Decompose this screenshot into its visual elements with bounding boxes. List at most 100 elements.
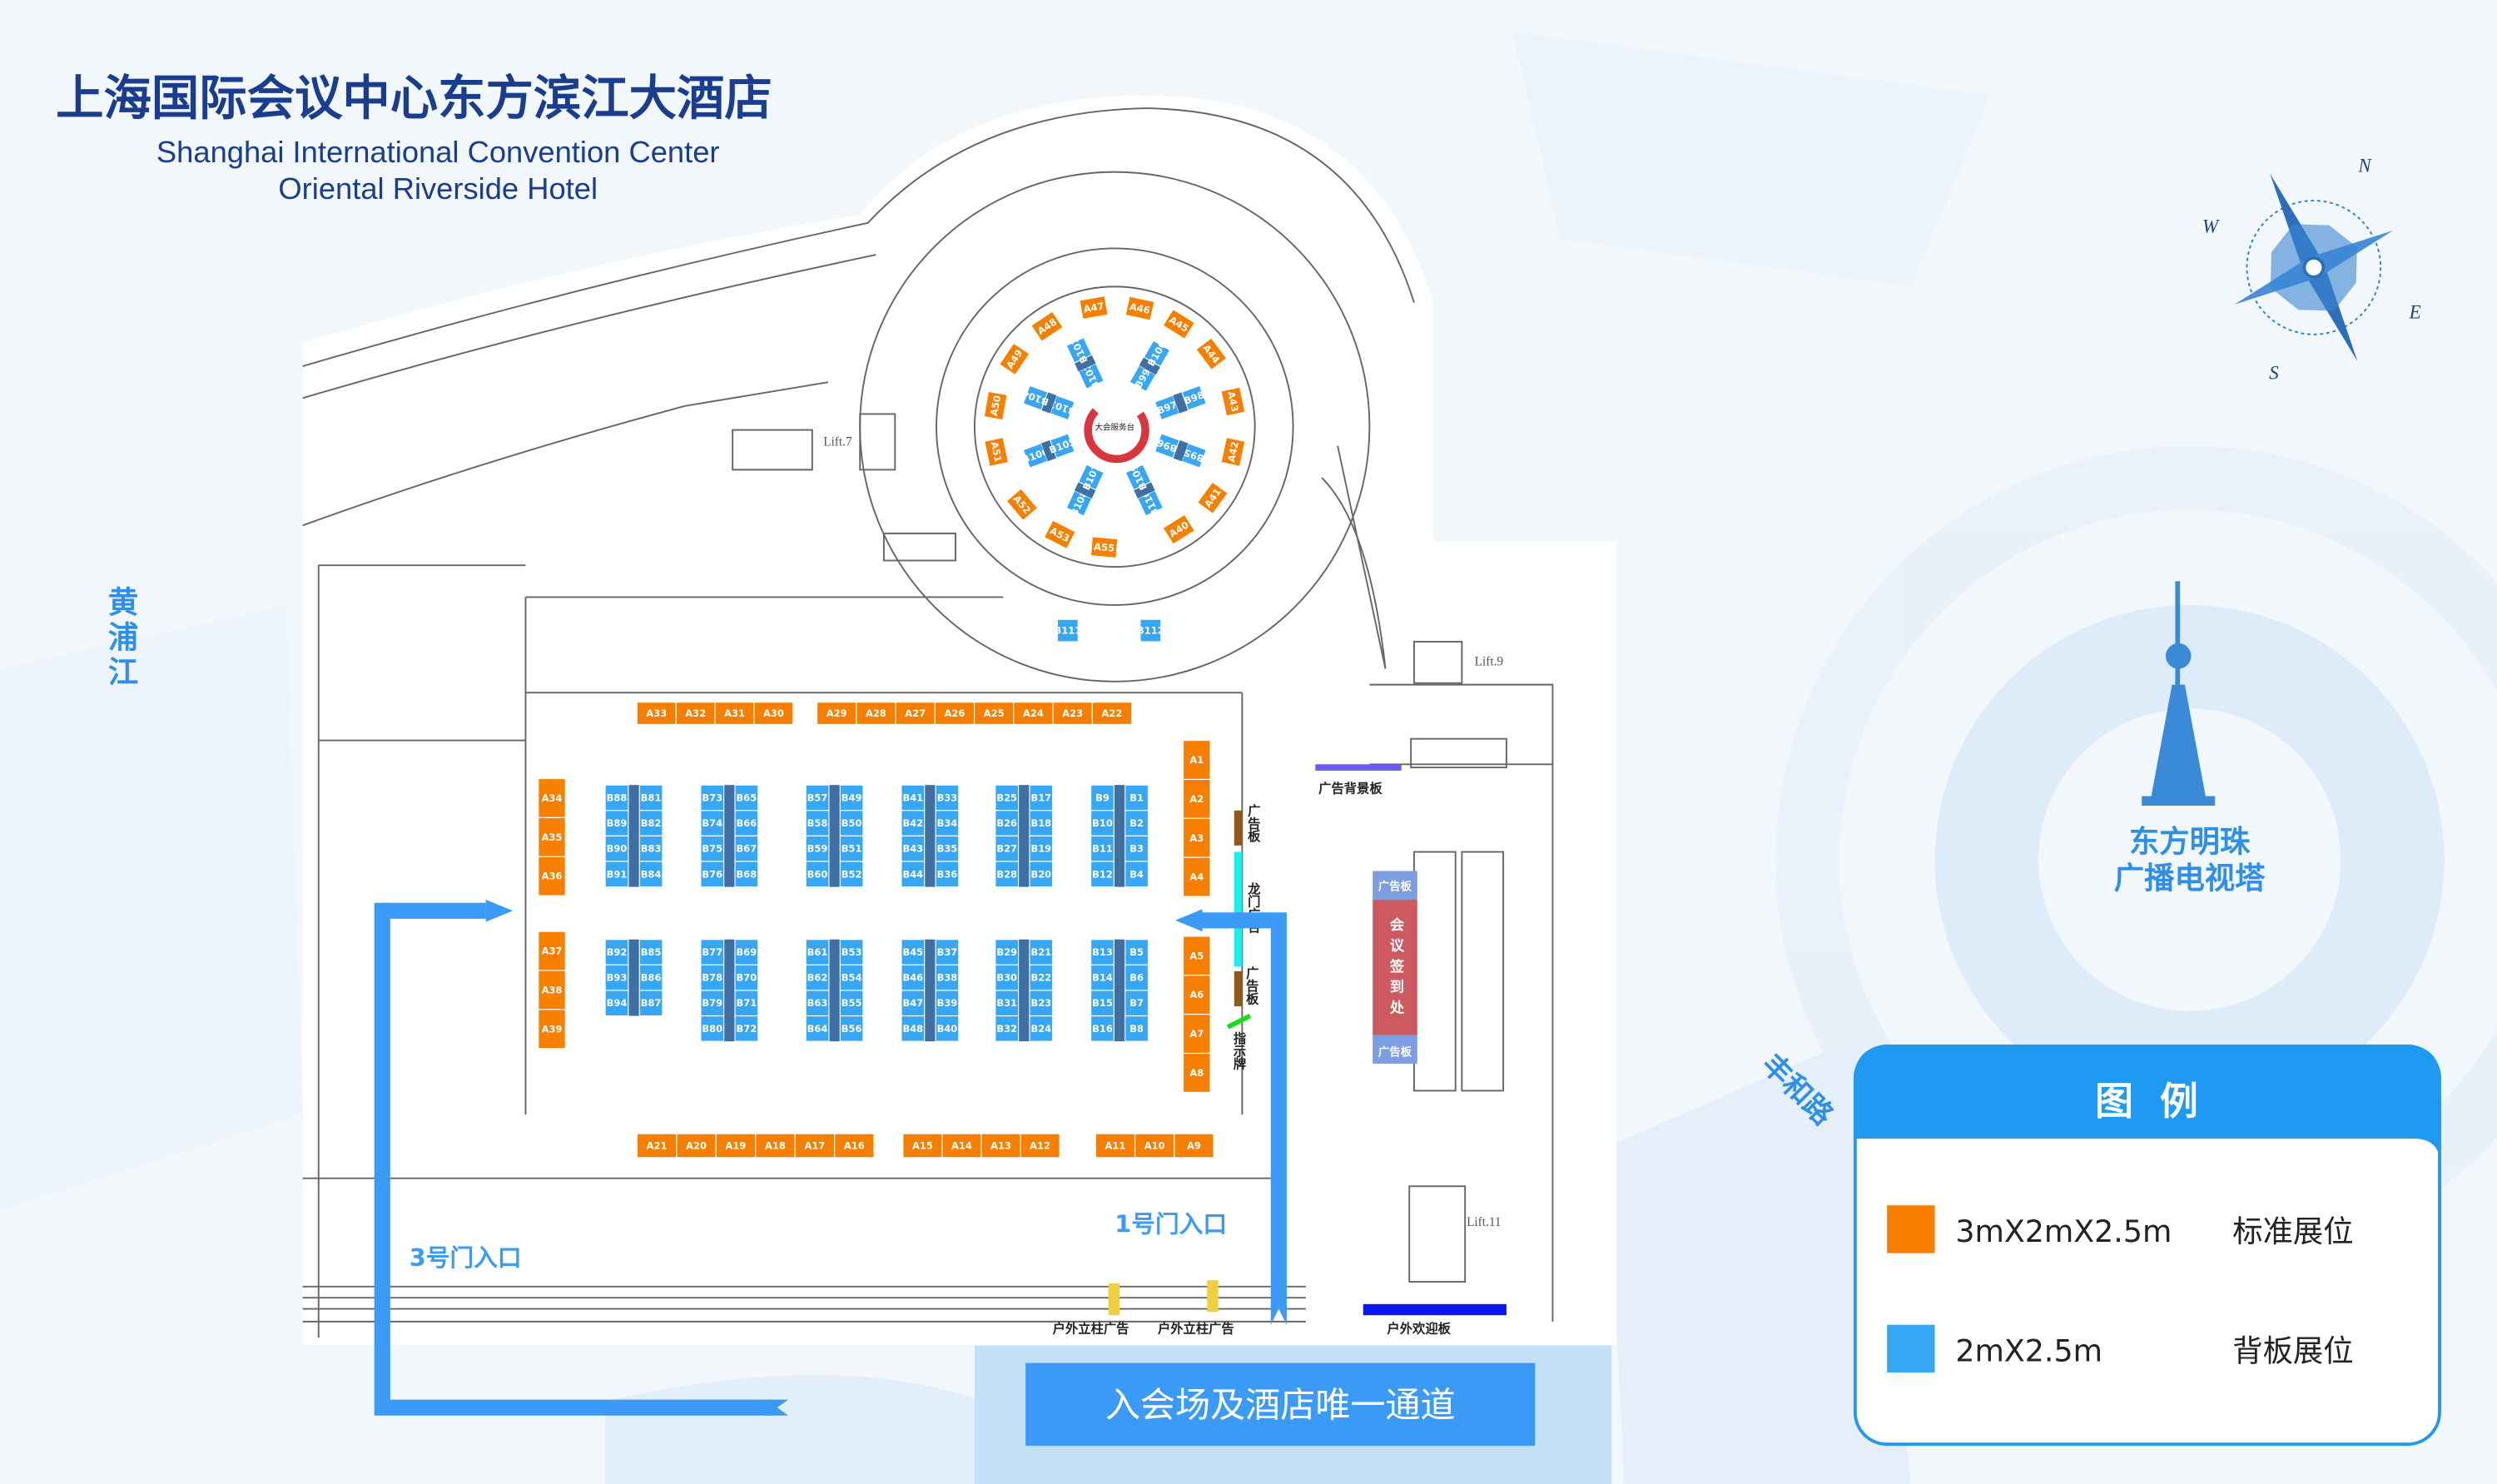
booth-b3[interactable]: B3 xyxy=(1124,835,1149,862)
booth-b89[interactable]: B89 xyxy=(604,810,629,836)
booth-b71[interactable]: B71 xyxy=(734,990,759,1017)
booth-a7[interactable]: A7 xyxy=(1182,1014,1211,1055)
booth-b18[interactable]: B18 xyxy=(1029,810,1054,836)
booth-b58[interactable]: B58 xyxy=(805,810,830,836)
booth-a53[interactable]: A53 xyxy=(1043,519,1076,550)
booth-b63[interactable]: B63 xyxy=(805,990,830,1017)
booth-b66[interactable]: B66 xyxy=(734,810,759,836)
booth-a36[interactable]: A36 xyxy=(538,856,566,896)
booth-b84[interactable]: B84 xyxy=(638,861,663,888)
booth-b4[interactable]: B4 xyxy=(1124,861,1149,888)
booth-a30[interactable]: A30 xyxy=(753,702,794,726)
booth-b53[interactable]: B53 xyxy=(839,939,864,965)
booth-b104[interactable]: B104 xyxy=(1020,385,1052,412)
booth-a1[interactable]: A1 xyxy=(1182,740,1211,781)
booth-b5[interactable]: B5 xyxy=(1124,939,1149,965)
booth-a5[interactable]: A5 xyxy=(1182,936,1211,976)
booth-a33[interactable]: A33 xyxy=(636,702,677,726)
booth-b95[interactable]: B95 xyxy=(1181,442,1208,469)
booth-b61[interactable]: B61 xyxy=(805,939,830,965)
booth-b68[interactable]: B68 xyxy=(734,861,759,888)
booth-b38[interactable]: B38 xyxy=(935,964,960,991)
booth-a9[interactable]: A9 xyxy=(1174,1133,1214,1159)
booth-b49[interactable]: B49 xyxy=(839,784,864,811)
booth-a51[interactable]: A51 xyxy=(983,436,1010,467)
booth-b2[interactable]: B2 xyxy=(1124,810,1149,836)
booth-b55[interactable]: B55 xyxy=(839,990,864,1017)
booth-b12[interactable]: B12 xyxy=(1090,861,1114,888)
booth-a2[interactable]: A2 xyxy=(1182,778,1211,819)
booth-b85[interactable]: B85 xyxy=(638,939,663,965)
booth-b69[interactable]: B69 xyxy=(734,939,759,965)
booth-b14[interactable]: B14 xyxy=(1090,964,1114,991)
booth-b36[interactable]: B36 xyxy=(935,861,960,888)
booth-b106[interactable]: B106 xyxy=(1020,442,1052,469)
booth-b9[interactable]: B9 xyxy=(1090,784,1114,811)
booth-b28[interactable]: B28 xyxy=(995,861,1020,888)
booth-a47[interactable]: A47 xyxy=(1079,295,1109,320)
booth-a20[interactable]: A20 xyxy=(676,1133,717,1159)
booth-b65[interactable]: B65 xyxy=(734,784,759,811)
booth-a23[interactable]: A23 xyxy=(1052,702,1093,726)
booth-b40[interactable]: B40 xyxy=(935,1015,960,1042)
booth-a26[interactable]: A26 xyxy=(934,702,975,726)
booth-a41[interactable]: A41 xyxy=(1196,481,1229,515)
booth-a28[interactable]: A28 xyxy=(856,702,896,726)
booth-a12[interactable]: A12 xyxy=(1020,1133,1060,1159)
booth-b56[interactable]: B56 xyxy=(839,1015,864,1042)
booth-b60[interactable]: B60 xyxy=(805,861,830,888)
booth-b39[interactable]: B39 xyxy=(935,990,960,1017)
booth-b88[interactable]: B88 xyxy=(604,784,629,811)
booth-b94[interactable]: B94 xyxy=(604,990,629,1017)
booth-b8[interactable]: B8 xyxy=(1124,1015,1149,1042)
booth-b1[interactable]: B1 xyxy=(1124,784,1149,811)
booth-a14[interactable]: A14 xyxy=(941,1133,982,1159)
booth-a10[interactable]: A10 xyxy=(1134,1133,1175,1159)
booth-a13[interactable]: A13 xyxy=(980,1133,1021,1159)
booth-b74[interactable]: B74 xyxy=(700,810,725,836)
booth-a4[interactable]: A4 xyxy=(1182,856,1211,897)
booth-b34[interactable]: B34 xyxy=(935,810,960,836)
booth-b37[interactable]: B37 xyxy=(935,939,960,965)
booth-b25[interactable]: B25 xyxy=(995,784,1020,811)
booth-b30[interactable]: B30 xyxy=(995,964,1020,991)
booth-a17[interactable]: A17 xyxy=(794,1133,836,1159)
booth-b83[interactable]: B83 xyxy=(638,835,663,862)
booth-b54[interactable]: B54 xyxy=(839,964,864,991)
booth-b78[interactable]: B78 xyxy=(700,964,725,991)
booth-b72[interactable]: B72 xyxy=(734,1015,759,1042)
booth-a19[interactable]: A19 xyxy=(715,1133,757,1159)
booth-b50[interactable]: B50 xyxy=(839,810,864,836)
booth-b20[interactable]: B20 xyxy=(1029,861,1054,888)
booth-b46[interactable]: B46 xyxy=(901,964,926,991)
booth-b47[interactable]: B47 xyxy=(901,990,926,1017)
booth-b43[interactable]: B43 xyxy=(901,835,926,862)
booth-b90[interactable]: B90 xyxy=(604,835,629,862)
booth-b62[interactable]: B62 xyxy=(805,964,830,991)
booth-b29[interactable]: B29 xyxy=(995,939,1020,965)
booth-b73[interactable]: B73 xyxy=(700,784,725,811)
booth-a46[interactable]: A46 xyxy=(1124,295,1155,321)
booth-b86[interactable]: B86 xyxy=(638,964,663,991)
booth-a50[interactable]: A50 xyxy=(983,390,1008,421)
booth-b13[interactable]: B13 xyxy=(1090,939,1114,965)
booth-b26[interactable]: B26 xyxy=(995,810,1020,836)
booth-b15[interactable]: B15 xyxy=(1090,990,1114,1017)
booth-b57[interactable]: B57 xyxy=(805,784,830,811)
booth-a34[interactable]: A34 xyxy=(538,777,566,818)
booth-b21[interactable]: B21 xyxy=(1029,939,1054,965)
booth-a18[interactable]: A18 xyxy=(755,1133,796,1159)
booth-a11[interactable]: A11 xyxy=(1095,1133,1136,1159)
booth-b81[interactable]: B81 xyxy=(638,784,663,811)
booth-b70[interactable]: B70 xyxy=(734,964,759,991)
booth-b79[interactable]: B79 xyxy=(700,990,725,1017)
booth-b98[interactable]: B98 xyxy=(1181,385,1208,411)
booth-b16[interactable]: B16 xyxy=(1090,1015,1114,1042)
booth-b24[interactable]: B24 xyxy=(1029,1015,1054,1042)
booth-b32[interactable]: B32 xyxy=(995,1015,1020,1042)
booth-a24[interactable]: A24 xyxy=(1013,702,1054,726)
booth-a37[interactable]: A37 xyxy=(538,931,566,971)
booth-b91[interactable]: B91 xyxy=(604,861,629,888)
booth-b59[interactable]: B59 xyxy=(805,835,830,862)
booth-b35[interactable]: B35 xyxy=(935,835,960,862)
